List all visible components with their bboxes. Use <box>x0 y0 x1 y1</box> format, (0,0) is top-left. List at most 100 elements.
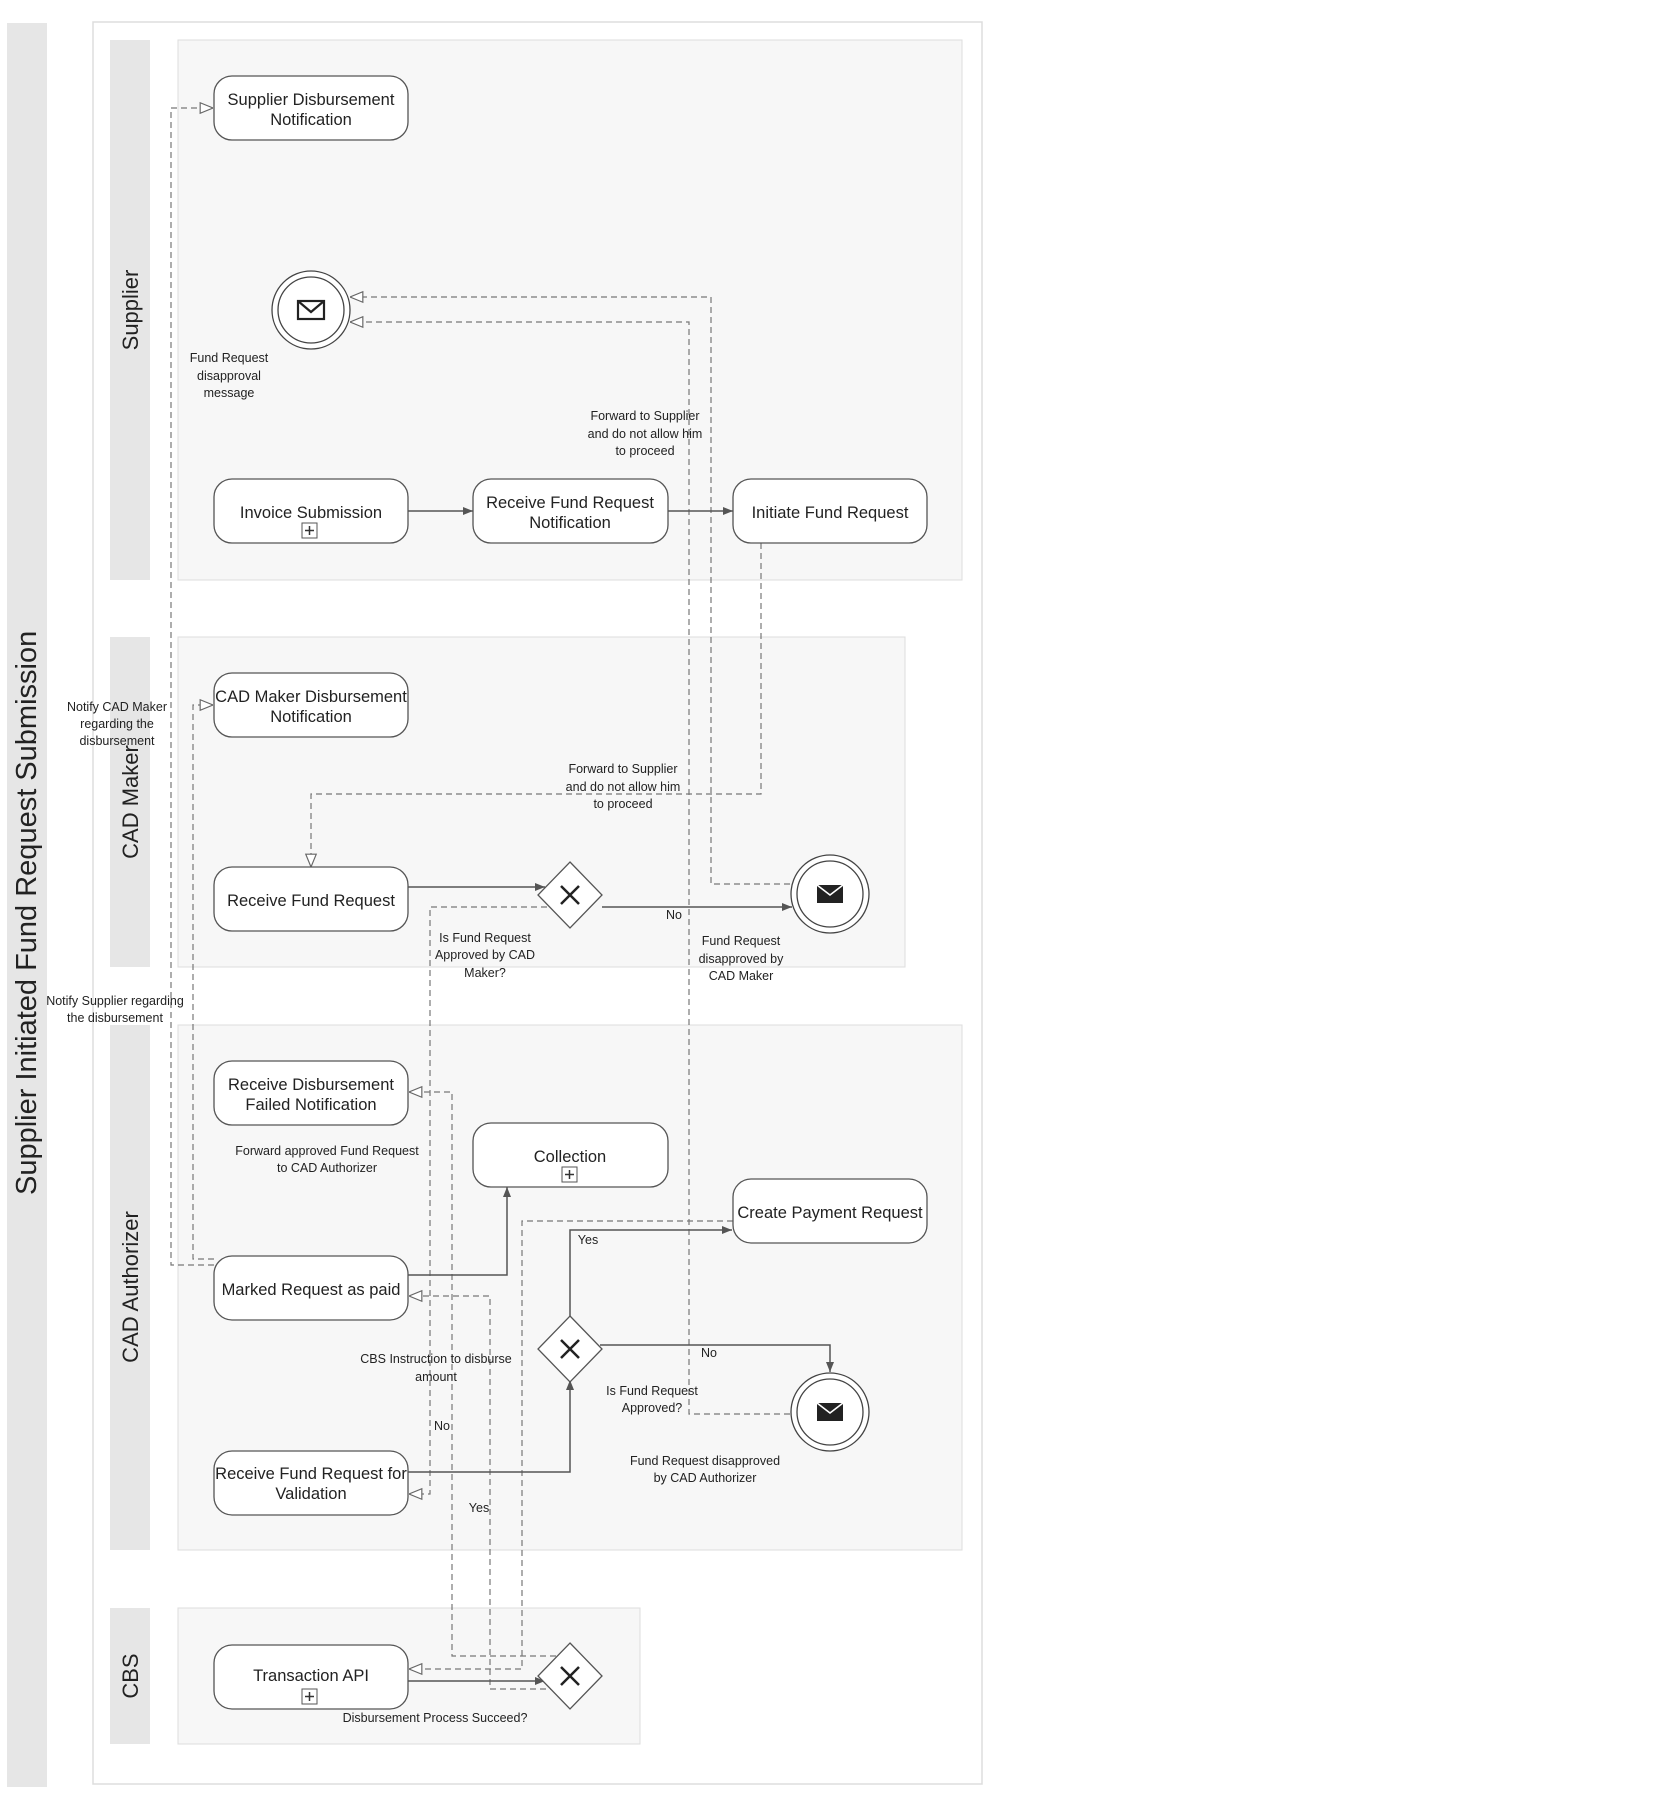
task-receive-disbursement-failed-notification[interactable]: Receive Disbursement Failed Notification <box>213 1060 409 1126</box>
flow-notify-cad-maker <box>192 705 214 1260</box>
gateway-disbursement-succeed[interactable] <box>537 1642 603 1710</box>
lane-cbs: CBS <box>110 1608 150 1744</box>
flow-label: disbursement <box>79 734 155 748</box>
task-initiate-fund-request[interactable]: Initiate Fund Request <box>732 478 928 544</box>
seq-validation-to-gateway <box>408 1380 574 1473</box>
flow-notify-supplier <box>170 108 214 1266</box>
task-receive-fund-request[interactable]: Receive Fund Request <box>213 866 409 932</box>
event-label: by CAD Authorizer <box>654 1471 757 1485</box>
flow-label: Yes <box>578 1233 598 1247</box>
task-supplier-disbursement-notification[interactable]: Supplier Disbursement Notification <box>213 75 409 141</box>
task-invoice-submission[interactable]: Invoice Submission <box>213 478 409 544</box>
flow-label: and do not allow him <box>588 427 703 441</box>
end-event-supplier-message[interactable] <box>271 270 351 350</box>
exclusive-x-icon <box>560 885 580 905</box>
gateway-label: Maker? <box>464 966 506 980</box>
task-receive-fund-request-notification[interactable]: Receive Fund Request Notification <box>472 478 669 544</box>
gateway-label: Is Fund Request <box>439 931 531 945</box>
gateway-label: Approved by CAD <box>435 948 535 962</box>
task-label-line: Receive Fund Request for <box>215 1465 407 1483</box>
lane-title-cbs: CBS <box>118 1653 143 1698</box>
task-label-line: Receive Fund Request <box>227 892 395 910</box>
flow-authorizer-disapproved-to-supplier <box>350 322 790 1415</box>
task-create-payment-request[interactable]: Create Payment Request <box>732 1178 928 1244</box>
flow-label: to proceed <box>615 444 674 458</box>
event-label: Fund Request <box>702 934 781 948</box>
pool-header <box>7 23 47 1787</box>
task-label-line: Collection <box>534 1148 606 1166</box>
task-label-line: Notification <box>270 708 352 726</box>
flow-label: Forward approved Fund Request <box>235 1144 419 1158</box>
task-label-line: Receive Fund Request <box>486 494 654 512</box>
task-label-line: CAD Maker Disbursement <box>215 688 407 706</box>
lane-cad-maker: CAD Maker <box>110 637 150 967</box>
task-label-line: Notification <box>270 111 352 129</box>
lane-supplier: Supplier <box>110 40 150 580</box>
task-label-line: Failed Notification <box>245 1096 376 1114</box>
flow-label: amount <box>415 1370 457 1384</box>
task-marked-request-as-paid[interactable]: Marked Request as paid <box>213 1255 409 1321</box>
flow-label: regarding the <box>80 717 154 731</box>
flow-cbs-instruction <box>409 1220 733 1669</box>
end-event-cad-maker-disapproved[interactable] <box>790 854 870 934</box>
seq-gateway-no-to-end <box>600 1344 834 1372</box>
subprocess-marker-icon <box>301 522 318 539</box>
task-label-line: Transaction API <box>253 1667 369 1685</box>
subprocess-marker-icon <box>301 1688 318 1705</box>
lane-cad-authorizer: CAD Authorizer <box>110 1025 150 1550</box>
seq-gateway-yes-to-payment <box>569 1226 732 1316</box>
envelope-icon <box>296 299 326 321</box>
flow-label: the disbursement <box>67 1011 163 1025</box>
flow-label: and do not allow him <box>566 780 681 794</box>
flow-label: No <box>434 1419 450 1433</box>
event-label: Fund Request disapproved <box>630 1454 780 1468</box>
flow-label: Forward to Supplier <box>590 409 699 423</box>
exclusive-x-icon <box>560 1339 580 1359</box>
envelope-filled-icon <box>816 884 844 903</box>
flow-label: No <box>701 1346 717 1360</box>
task-label-line: Invoice Submission <box>240 504 382 522</box>
lane-title-cad-maker: CAD Maker <box>118 745 143 859</box>
flow-maker-disapproved-to-supplier <box>350 297 790 885</box>
exclusive-x-icon <box>560 1666 580 1686</box>
gateway-label: Disbursement Process Succeed? <box>343 1711 528 1725</box>
flow-label: CBS Instruction to disburse <box>360 1352 512 1366</box>
flow-yes-marked-paid <box>409 1296 556 1690</box>
flow-label: Forward to Supplier <box>568 762 677 776</box>
envelope-filled-icon <box>816 1402 844 1421</box>
flow-label: No <box>666 908 682 922</box>
flow-label: to proceed <box>593 797 652 811</box>
subprocess-marker-icon <box>561 1166 578 1183</box>
task-label-line: Receive Disbursement <box>228 1076 394 1094</box>
event-label: disapproval <box>197 369 261 383</box>
task-label-line: Marked Request as paid <box>222 1281 401 1299</box>
flow-label: to CAD Authorizer <box>277 1161 377 1175</box>
flow-label: Notify Supplier regarding <box>46 994 184 1008</box>
flow-label: Yes <box>469 1501 489 1515</box>
event-label: Fund Request <box>190 351 269 365</box>
gateway-cad-maker-approval[interactable] <box>537 861 603 929</box>
lane-title-supplier: Supplier <box>118 270 143 351</box>
event-label: CAD Maker <box>709 969 774 983</box>
gateway-fund-request-approved[interactable] <box>537 1315 603 1383</box>
gateway-label: Is Fund Request <box>606 1384 698 1398</box>
task-transaction-api[interactable]: Transaction API <box>213 1644 409 1710</box>
task-label-line: Create Payment Request <box>737 1204 923 1222</box>
task-label-line: Notification <box>529 514 611 532</box>
lane-title-cad-authorizer: CAD Authorizer <box>118 1211 143 1363</box>
task-cad-maker-disbursement-notification[interactable]: CAD Maker Disbursement Notification <box>213 672 409 738</box>
flow-no-disbursement-failed <box>409 1092 556 1657</box>
task-label-line: Supplier Disbursement <box>228 91 395 109</box>
seq-marked-paid-to-collection <box>408 1187 511 1276</box>
pool-title: Supplier Initiated Fund Request Submissi… <box>11 631 43 1195</box>
task-label-line: Validation <box>275 1485 346 1503</box>
task-label-line: Initiate Fund Request <box>752 504 909 522</box>
end-event-cad-authorizer-disapproved[interactable] <box>790 1372 870 1452</box>
flow-forward-to-authorizer <box>409 906 547 1494</box>
event-label: message <box>204 386 255 400</box>
task-receive-fund-request-for-validation[interactable]: Receive Fund Request for Validation <box>213 1450 409 1516</box>
task-collection[interactable]: Collection <box>472 1122 669 1188</box>
flow-forward-to-cad-maker <box>311 543 762 867</box>
gateway-label: Approved? <box>622 1401 683 1415</box>
